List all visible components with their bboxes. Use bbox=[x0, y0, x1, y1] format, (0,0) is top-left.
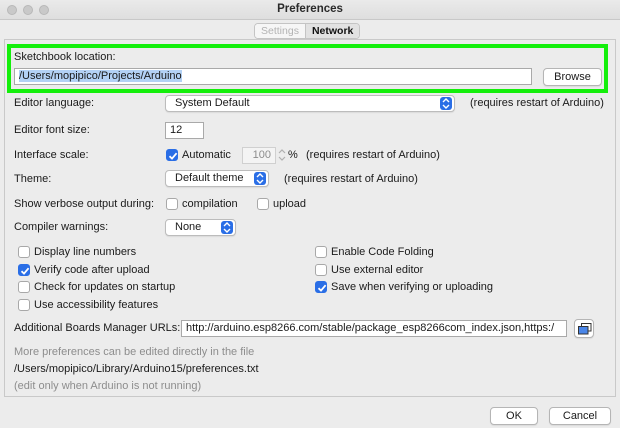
sketchbook-location-value: /Users/mopipico/Projects/Arduino bbox=[19, 70, 182, 82]
close-window-button[interactable] bbox=[7, 5, 17, 15]
code-folding-checkbox[interactable] bbox=[315, 246, 327, 258]
stepper-icon[interactable] bbox=[278, 148, 286, 162]
compiler-warnings-select[interactable]: None bbox=[165, 219, 236, 236]
theme-select[interactable]: Default theme bbox=[165, 170, 269, 187]
window-title: Preferences bbox=[277, 3, 343, 15]
check-updates-checkbox[interactable] bbox=[18, 281, 30, 293]
external-editor-label: Use external editor bbox=[331, 264, 424, 276]
interface-scale-input[interactable]: 100 bbox=[242, 147, 276, 164]
tab-bar: Settings Network bbox=[254, 23, 361, 39]
tab-settings[interactable]: Settings bbox=[255, 24, 306, 38]
up-down-chevron-icon bbox=[221, 221, 233, 234]
checkmark-icon bbox=[20, 267, 30, 275]
compiler-warnings-value: None bbox=[175, 221, 202, 233]
interface-scale-unit: % bbox=[288, 149, 298, 161]
zoom-window-button[interactable] bbox=[39, 5, 49, 15]
window-expand-icon bbox=[578, 323, 592, 335]
verbose-output-label: Show verbose output during: bbox=[14, 198, 155, 210]
verify-code-checkbox[interactable] bbox=[18, 264, 30, 276]
ok-button[interactable]: OK bbox=[490, 407, 538, 425]
sketchbook-location-label: Sketchbook location: bbox=[14, 51, 116, 63]
minimize-window-button[interactable] bbox=[23, 5, 33, 15]
editor-language-label: Editor language: bbox=[14, 97, 95, 109]
compilation-checkbox[interactable] bbox=[166, 198, 178, 210]
compilation-label: compilation bbox=[182, 198, 238, 210]
code-folding-label: Enable Code Folding bbox=[331, 246, 434, 258]
interface-scale-label: Interface scale: bbox=[14, 149, 89, 161]
editor-language-note: (requires restart of Arduino) bbox=[470, 97, 604, 109]
checkmark-icon bbox=[168, 152, 178, 160]
editor-font-size-label: Editor font size: bbox=[14, 124, 90, 136]
edit-note-text: (edit only when Arduino is not running) bbox=[14, 380, 202, 392]
boards-manager-window-button[interactable] bbox=[574, 319, 594, 338]
sketchbook-location-input[interactable]: /Users/mopipico/Projects/Arduino bbox=[14, 68, 532, 85]
boards-manager-label: Additional Boards Manager URLs: bbox=[14, 322, 181, 334]
upload-label: upload bbox=[273, 198, 307, 210]
automatic-label: Automatic bbox=[182, 149, 231, 161]
up-down-chevron-icon bbox=[254, 172, 266, 185]
display-line-numbers-label: Display line numbers bbox=[34, 246, 137, 258]
accessibility-checkbox[interactable] bbox=[18, 299, 30, 311]
highlight-box bbox=[7, 44, 608, 93]
editor-language-select[interactable]: System Default bbox=[165, 95, 455, 112]
preferences-path: /Users/mopipico/Library/Arduino15/prefer… bbox=[14, 363, 259, 375]
save-when-verifying-checkbox[interactable] bbox=[315, 281, 327, 293]
check-updates-label: Check for updates on startup bbox=[34, 281, 176, 293]
accessibility-label: Use accessibility features bbox=[34, 299, 159, 311]
theme-label: Theme: bbox=[14, 173, 52, 185]
browse-button[interactable]: Browse bbox=[543, 68, 602, 86]
automatic-checkbox[interactable] bbox=[166, 149, 178, 161]
compiler-warnings-label: Compiler warnings: bbox=[14, 221, 109, 233]
external-editor-checkbox[interactable] bbox=[315, 264, 327, 276]
interface-scale-note: (requires restart of Arduino) bbox=[306, 149, 440, 161]
verify-code-label: Verify code after upload bbox=[34, 264, 150, 276]
theme-note: (requires restart of Arduino) bbox=[284, 173, 418, 185]
editor-language-value: System Default bbox=[175, 97, 250, 109]
cancel-button[interactable]: Cancel bbox=[549, 407, 611, 425]
more-preferences-text: More preferences can be edited directly … bbox=[14, 346, 255, 358]
title-bar: Preferences bbox=[0, 0, 620, 20]
tab-network[interactable]: Network bbox=[305, 24, 360, 38]
save-when-verifying-label: Save when verifying or uploading bbox=[331, 281, 494, 293]
theme-value: Default theme bbox=[175, 172, 244, 184]
upload-checkbox[interactable] bbox=[257, 198, 269, 210]
checkmark-icon bbox=[317, 284, 327, 292]
editor-font-size-input[interactable]: 12 bbox=[165, 122, 204, 139]
up-down-chevron-icon bbox=[440, 97, 452, 110]
display-line-numbers-checkbox[interactable] bbox=[18, 246, 30, 258]
boards-manager-urls-input[interactable]: http://arduino.esp8266.com/stable/packag… bbox=[181, 320, 567, 337]
